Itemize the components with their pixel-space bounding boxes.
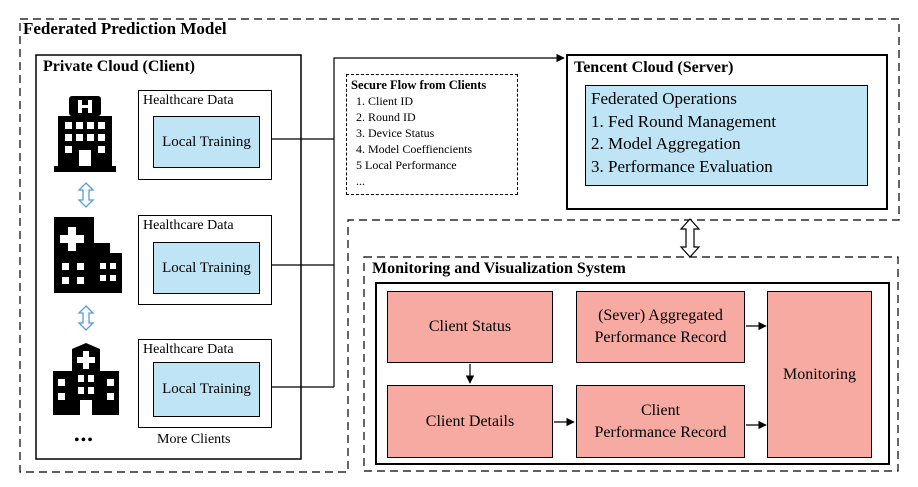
healthcare-data-label: Healthcare Data (143, 93, 234, 108)
aggregated-performance-box: (Sever) Aggregated Performance Record (576, 291, 745, 363)
aggregated-performance-line2: Performance Record (594, 329, 727, 346)
diagram-title: Federated Prediction Model (23, 19, 227, 38)
monitoring-title: Monitoring and Visualization System (372, 260, 626, 277)
secure-flow-box: Secure Flow from Clients 1. Client ID 2.… (346, 74, 518, 195)
healthcare-data-box-3: Healthcare Data Local Training (138, 339, 272, 428)
secure-flow-item: 5 Local Performance (356, 158, 457, 172)
double-arrow-icon (77, 182, 95, 208)
federated-operations-box: Federated Operations 1. Fed Round Manage… (585, 85, 868, 186)
monitoring-box: Monitoring (767, 291, 872, 458)
secure-flow-item: 4. Model Coeffiencients (356, 142, 473, 156)
healthcare-data-label: Healthcare Data (143, 342, 234, 357)
secure-flow-item: 2. Round ID (356, 110, 416, 124)
local-training-box-3: Local Training (153, 362, 260, 417)
federated-operation-item: 1. Fed Round Management (591, 111, 777, 131)
server-connection-line (333, 53, 565, 387)
local-training-box-2: Local Training (153, 242, 260, 294)
hospital-building-icon (54, 96, 116, 172)
federated-operations-title: Federated Operations (591, 89, 737, 108)
server-monitoring-double-arrow (679, 218, 701, 258)
monitoring-dashed-frame (363, 256, 899, 472)
client-performance-line2: Performance Record (594, 423, 727, 441)
private-cloud-title: Private Cloud (Client) (43, 58, 195, 75)
secure-flow-item: ... (356, 174, 365, 188)
more-clients-label: More Clients (157, 432, 231, 447)
secure-flow-item: 3. Device Status (356, 126, 435, 140)
local-training-box-1: Local Training (153, 116, 260, 168)
healthcare-data-label: Healthcare Data (143, 218, 234, 233)
client-status-box: Client Status (387, 291, 553, 363)
clinic-building-icon (54, 217, 122, 293)
federated-model-frame (19, 18, 900, 473)
healthcare-data-box-1: Healthcare Data Local Training (138, 90, 272, 180)
healthcare-data-box-2: Healthcare Data Local Training (138, 215, 272, 305)
more-clients-dots: ••• (74, 432, 94, 449)
federated-operation-item: 3. Performance Evaluation (591, 156, 773, 176)
aggregated-performance-line1: (Sever) Aggregated (598, 307, 723, 324)
secure-flow-item: 1. Client ID (356, 94, 413, 108)
client-performance-line1: Client (640, 401, 681, 419)
federated-operation-item: 2. Model Aggregation (591, 134, 741, 153)
monitoring-inner-frame (375, 282, 890, 465)
hospital-tower-icon (53, 343, 119, 415)
double-arrow-icon (77, 305, 95, 331)
server-title: Tencent Cloud (Server) (574, 59, 734, 76)
client-details-box: Client Details (387, 385, 553, 458)
private-cloud-frame (35, 54, 302, 460)
client-performance-box: Client Performance Record (576, 385, 745, 458)
secure-flow-title: Secure Flow from Clients (351, 78, 487, 92)
